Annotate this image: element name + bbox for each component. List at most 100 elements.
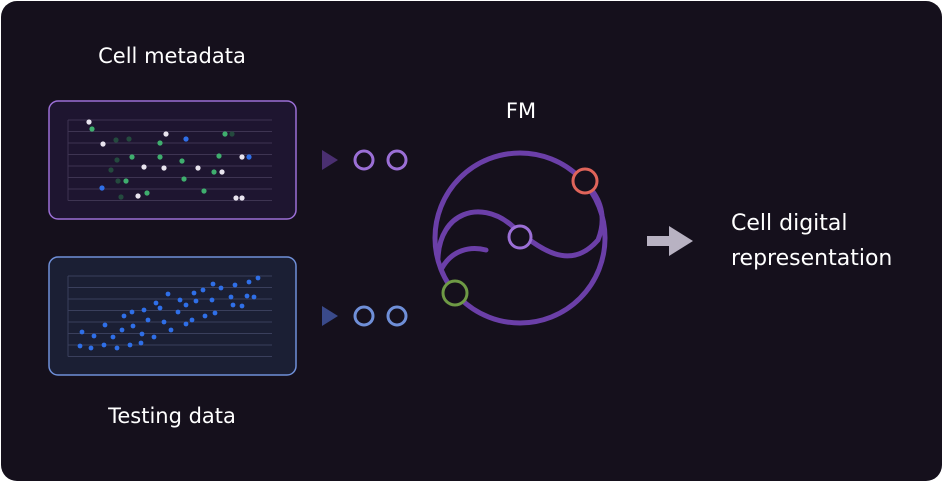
scatter-dot [195,165,201,171]
scatter-dot [108,167,114,173]
scatter-dot [126,136,132,142]
scatter-dot [127,342,133,348]
scatter-dot [209,297,215,303]
testing-scatter-dots [77,275,261,351]
scatter-dot [193,298,199,304]
scatter-dot [139,331,145,337]
scatter-dot [129,309,135,315]
scatter-dot [135,193,141,199]
scatter-dot [79,329,85,335]
scatter-dot [99,185,105,191]
fm-outer-ring [432,150,608,326]
scatter-dot [161,165,167,171]
scatter-dot [113,137,119,143]
scatter-dot [211,169,217,175]
scatter-dot [239,195,245,201]
scatter-dot [110,334,116,340]
scatter-dot [91,333,97,339]
testing-token-2 [386,305,408,327]
testing-data-label: Testing data [107,404,236,428]
scatter-dot [151,334,157,340]
metadata-panel-frame [48,100,297,220]
scatter-dot [228,294,234,300]
scatter-dot [100,141,106,147]
scatter-dot [153,300,159,306]
arrow-head [669,226,693,256]
scatter-dot [244,293,250,299]
scatter-dot [239,154,245,160]
scatter-dot [218,285,224,291]
scatter-dot [239,303,245,309]
scatter-dot [118,194,124,200]
metadata-scatter-dots [86,119,252,201]
output-label-line2: representation [731,246,892,271]
fm-inner-curve-lower [439,246,489,271]
scatter-dot [138,340,144,346]
scatter-dot [246,154,252,160]
scatter-dot [88,345,94,351]
fm-node-green [441,279,469,307]
scatter-dot [181,176,187,182]
scatter-dot [177,297,183,303]
scatter-dot [101,342,107,348]
scatter-dot [157,154,163,160]
testing-play-triangle-icon [322,306,338,326]
scatter-dot [161,319,167,325]
scatter-dot [255,275,261,281]
scatter-dot [175,309,181,315]
scatter-dot [165,291,171,297]
scatter-dot [230,302,236,308]
scatter-dot [201,188,207,194]
scatter-dot [233,195,239,201]
scatter-dot [86,119,92,125]
scatter-dot [163,131,169,137]
scatter-dot [246,279,252,285]
scatter-dot [141,307,147,313]
scatter-dot [141,164,147,170]
testing-token-1 [353,305,375,327]
testing-panel [48,256,297,376]
scatter-dot [212,310,218,316]
scatter-dot [119,327,125,333]
scatter-dot [216,153,222,159]
scatter-dot [191,290,197,296]
scatter-dot [123,178,129,184]
scatter-dot [219,169,225,175]
testing-grid-lines [67,275,272,357]
arrow-shaft [647,236,671,246]
metadata-play-triangle-icon [322,150,338,170]
scatter-dot [232,282,238,288]
metadata-panel [48,100,297,220]
fm-yin-yang-ring-icon [432,150,608,326]
scatter-dot [129,154,135,160]
scatter-dot [229,131,235,137]
metadata-grid-lines [67,119,272,201]
cell-metadata-label: Cell metadata [98,44,246,68]
fm-inner-curve [435,185,605,261]
scatter-dot [144,190,150,196]
scatter-dot [77,343,83,349]
scatter-dot [145,317,151,323]
scatter-dot [157,305,163,311]
scatter-dot [183,321,189,327]
output-label-line1: Cell digital [731,211,848,236]
scatter-dot [114,157,120,163]
scatter-dot [179,158,185,164]
scatter-dot [115,178,121,184]
fm-node-center [507,224,533,250]
fm-label: FM [506,99,536,123]
scatter-dot [210,281,216,287]
scatter-dot [121,313,127,319]
testing-panel-frame [48,256,297,376]
scatter-dot [251,294,257,300]
scatter-dot [202,313,208,319]
scatter-dot [189,317,195,323]
scatter-dot [222,131,228,137]
fm-node-red [571,167,599,195]
arrow-right-icon [647,226,693,256]
scatter-dot [183,302,189,308]
scatter-dot [130,323,136,329]
scatter-dot [102,322,108,328]
scatter-dot [89,126,95,132]
